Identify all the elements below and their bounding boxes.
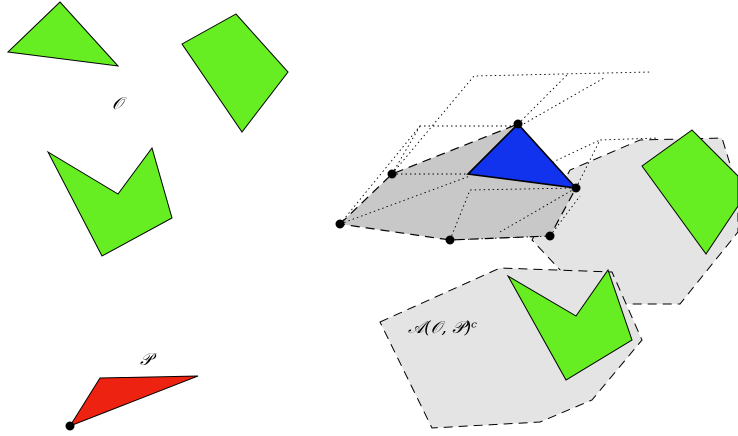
cspace-vertices [335, 119, 581, 245]
robot-reference-point [65, 421, 75, 431]
vertex-point [545, 231, 555, 241]
obstacle-triangle [6, 1, 120, 67]
cspace-complement-label: 𝒜(𝒪, 𝒫)ᶜ [408, 318, 478, 338]
obstacle-quadrilateral-cspace [641, 129, 738, 255]
cspace-obstacle-region-bottom [379, 267, 643, 429]
obstacle-v-shape [46, 146, 173, 257]
obstacle-v-shape-cspace [506, 268, 633, 381]
obstacles-label: 𝒪 [112, 94, 123, 114]
vertex-point [387, 169, 397, 179]
robot-label: 𝒫 [140, 350, 153, 370]
obstacle-quadrilateral [181, 13, 289, 133]
robot-triangle [68, 375, 199, 428]
robot-copy-triangle [466, 122, 579, 190]
construction-dotted-lines [339, 71, 659, 241]
vertex-point [571, 183, 581, 193]
vertex-point [445, 235, 455, 245]
vertex-point [335, 219, 345, 229]
vertex-point [513, 119, 523, 129]
